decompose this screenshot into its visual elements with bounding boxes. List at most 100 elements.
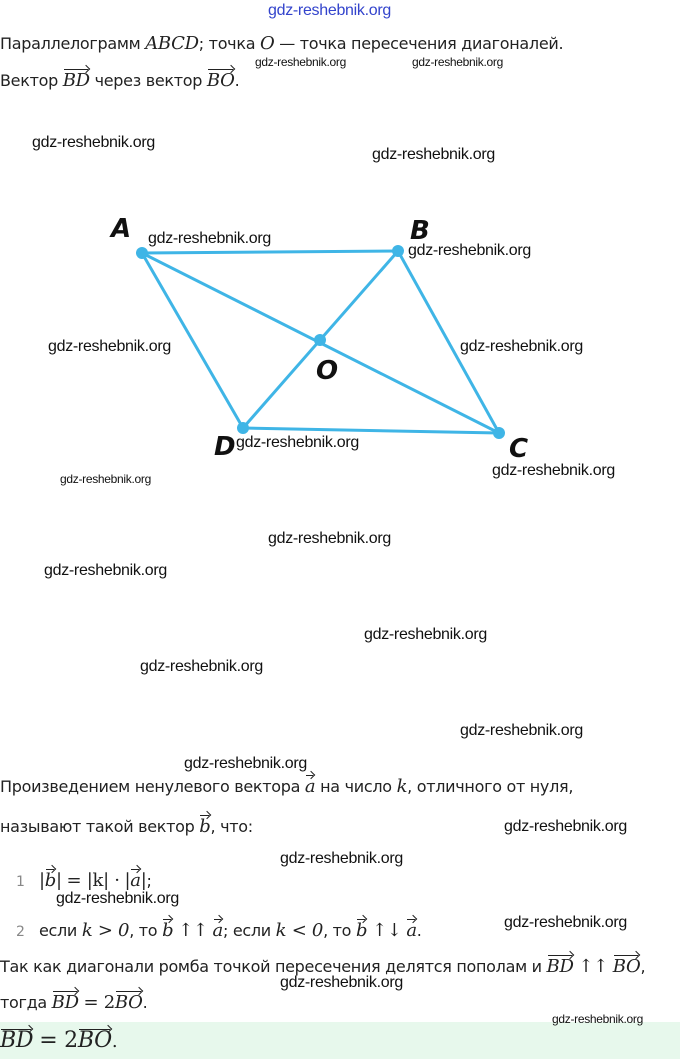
solution-line-2: тогда BD = 2BO. — [0, 990, 148, 1013]
math-eq: = 2 — [83, 992, 116, 1013]
text: ; если — [222, 921, 276, 940]
watermark: gdz-reshebnik.org — [140, 658, 263, 675]
list-number: 1 — [16, 874, 25, 890]
watermark: gdz-reshebnik.org — [44, 562, 167, 579]
vector-bo: BO — [206, 69, 235, 91]
problem-line-1: Параллелограмм ABCD; точка O — точка пер… — [0, 33, 564, 54]
watermark: gdz-reshebnik.org — [255, 55, 346, 69]
watermark: gdz-reshebnik.org — [372, 146, 495, 163]
list-item-1: 1 |b| = |k| · |a|; — [16, 869, 152, 891]
label-a: A — [111, 214, 132, 244]
vector-bd: BD — [51, 991, 79, 1013]
math-o: O — [260, 33, 275, 54]
solution-line-1: Так как диагонали ромба точкой пересечен… — [0, 954, 646, 977]
math-eq: = |k| · — [66, 870, 120, 891]
text: ; — [146, 871, 152, 890]
watermark: gdz-reshebnik.org — [364, 626, 487, 643]
watermark: gdz-reshebnik.org — [552, 1012, 643, 1026]
text: . — [142, 993, 148, 1012]
text: Так как диагонали ромба точкой пересечен… — [0, 957, 547, 976]
text: Вектор — [0, 71, 63, 90]
definition-line-2: называют такой вектор b, что: — [0, 814, 253, 837]
point-a — [136, 247, 148, 259]
vector-b: b — [199, 815, 211, 837]
text: тогда — [0, 993, 52, 1012]
point-b — [392, 245, 404, 257]
watermark: gdz-reshebnik.org — [280, 974, 403, 991]
vector-bd: BD — [0, 1028, 34, 1053]
text: ; точка — [198, 34, 260, 53]
watermark: gdz-reshebnik.org — [280, 850, 403, 867]
label-o: O — [316, 356, 339, 386]
vector-a: a — [406, 919, 417, 941]
vector-bd: BD — [546, 955, 574, 977]
watermark: gdz-reshebnik.org — [60, 472, 151, 486]
watermark: gdz-reshebnik.org — [184, 755, 307, 772]
segment-da — [140, 252, 245, 429]
text: , то — [129, 921, 163, 940]
vector-b: b — [162, 919, 174, 941]
label-b: B — [410, 216, 430, 246]
codirectional-symbol: ↑↑ — [178, 920, 208, 941]
math-k: k — [396, 776, 408, 797]
segment-ab — [141, 249, 399, 255]
vector-a: a — [212, 919, 223, 941]
text: . — [416, 921, 422, 940]
parallelogram-diagram — [136, 245, 505, 439]
watermark: gdz-reshebnik.org — [504, 914, 627, 931]
answer: BD = 2BO. — [0, 1028, 118, 1053]
label-d: D — [214, 432, 236, 462]
text: — точка пересечения диагоналей. — [274, 34, 564, 53]
vector-bo: BO — [77, 1028, 112, 1053]
watermark: gdz-reshebnik.org — [148, 230, 271, 247]
watermark: gdz-reshebnik.org — [504, 818, 627, 835]
text: , что: — [210, 817, 254, 836]
watermark: gdz-reshebnik.org — [48, 338, 171, 355]
opposite-symbol: ↑↓ — [371, 920, 402, 941]
text: . — [111, 1031, 118, 1052]
text: через вектор — [89, 71, 207, 90]
answer-box — [0, 1022, 680, 1059]
vector-bd: BD — [62, 69, 90, 91]
text: , — [640, 957, 646, 976]
vector-bo: BO — [612, 955, 641, 977]
text: , то — [323, 921, 356, 940]
watermark: gdz-reshebnik.org — [56, 890, 179, 907]
point-d — [237, 422, 249, 434]
point-o — [314, 334, 326, 346]
list-item-2: 2 если k > 0, то b ↑↑ a; если k < 0, то … — [16, 918, 422, 942]
text: называют такой вектор — [0, 817, 200, 836]
list-number: 2 — [16, 924, 25, 940]
vector-a: a — [304, 775, 316, 797]
watermark: gdz-reshebnik.org — [460, 722, 583, 739]
math-cond: k > 0 — [81, 920, 130, 941]
watermark: gdz-reshebnik.org — [268, 530, 391, 547]
watermark: gdz-reshebnik.org — [236, 434, 359, 451]
vector-bo: BO — [114, 991, 143, 1013]
vector-b: b — [44, 869, 56, 891]
point-c — [493, 427, 505, 439]
segment-cd — [242, 426, 500, 435]
segment-bc — [396, 250, 501, 434]
text: . — [234, 71, 240, 90]
text: , отличного от нуля, — [407, 777, 574, 796]
text: на число — [315, 777, 397, 796]
codirectional-symbol: ↑↑ — [578, 956, 608, 977]
definition-line-1: Произведением ненулевого вектора a на чи… — [0, 774, 573, 797]
header-watermark[interactable]: gdz-reshebnik.org — [268, 2, 391, 19]
math-cond: k < 0 — [275, 920, 324, 941]
text: Произведением ненулевого вектора — [0, 777, 305, 796]
math-eq: = 2 — [39, 1028, 78, 1053]
watermark: gdz-reshebnik.org — [492, 462, 615, 479]
math-abcd: ABCD — [145, 33, 199, 54]
watermark: gdz-reshebnik.org — [412, 55, 503, 69]
problem-line-2: Вектор BD через вектор BO. — [0, 68, 240, 91]
text: Параллелограмм — [0, 34, 146, 53]
label-c: C — [509, 434, 529, 464]
watermark: gdz-reshebnik.org — [408, 242, 531, 259]
watermark: gdz-reshebnik.org — [32, 134, 155, 151]
watermark: gdz-reshebnik.org — [460, 338, 583, 355]
text: если — [38, 921, 82, 940]
vector-a: a — [130, 869, 141, 891]
vector-b: b — [355, 919, 368, 941]
